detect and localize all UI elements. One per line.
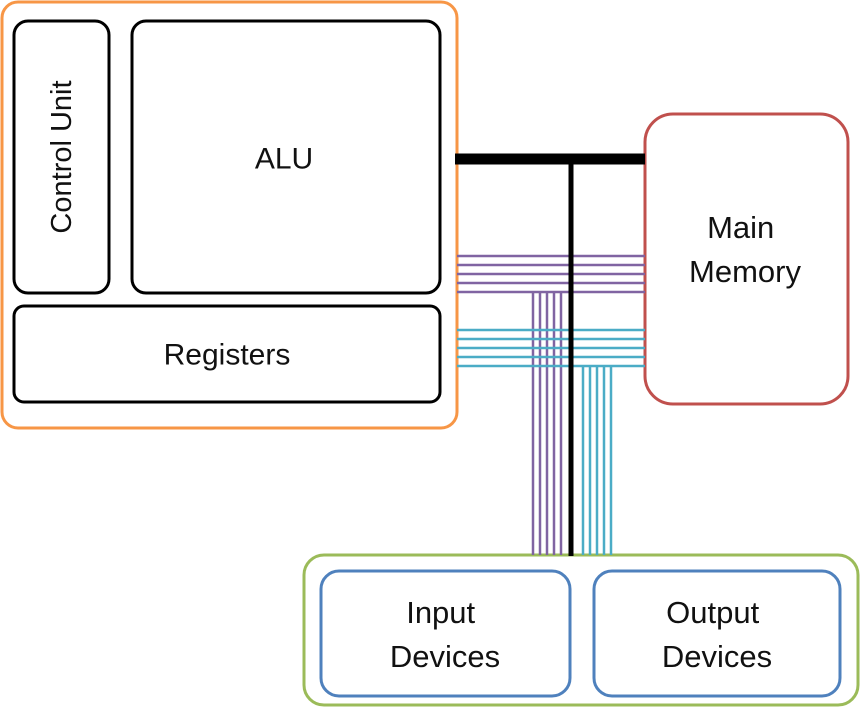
output-devices-label: Output Devices: [662, 595, 772, 674]
output-devices-label-line1: Output: [666, 595, 759, 630]
main-memory-label-line1: Main: [707, 210, 774, 245]
address-bus: [457, 254, 645, 555]
alu-label: ALU: [255, 143, 313, 176]
control-unit-box: [12, 19, 111, 295]
input-devices-label-line1: Input: [406, 595, 475, 630]
output-devices-label-line2: Devices: [662, 639, 772, 674]
input-devices-label: Input Devices: [390, 595, 500, 674]
registers-box: [12, 304, 442, 404]
registers-label: Registers: [164, 339, 291, 372]
output-devices-box: [592, 569, 842, 698]
input-devices-box: [319, 569, 572, 698]
data-bus: [455, 153, 645, 556]
main-memory-box: [643, 112, 850, 406]
control-unit-label: Control Unit: [46, 80, 78, 233]
main-memory-label: Main Memory: [689, 210, 801, 289]
main-memory-label-line2: Memory: [689, 254, 801, 289]
control-bus: [457, 328, 645, 555]
alu-box: [130, 19, 442, 295]
input-devices-label-line2: Devices: [390, 639, 500, 674]
